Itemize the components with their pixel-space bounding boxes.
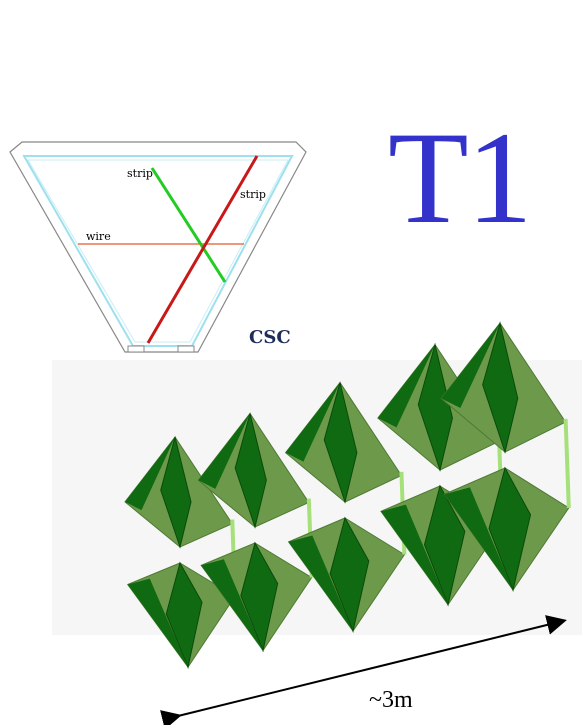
csc-label: CSC xyxy=(249,327,291,348)
csc-foot-right xyxy=(177,345,195,353)
wire-label: wire xyxy=(86,230,111,243)
csc-outer-frame xyxy=(9,141,307,353)
detector-panel xyxy=(234,413,267,529)
csc-schematic: strip strip wire xyxy=(9,141,307,353)
dimension-arrow xyxy=(160,615,567,725)
csc-strip-green xyxy=(150,167,227,283)
detector-panel xyxy=(482,321,519,454)
page-title: T1 xyxy=(388,104,533,251)
detector-panel xyxy=(377,344,435,428)
strip-label-1: strip xyxy=(127,167,153,180)
detector-rim xyxy=(563,418,571,508)
detector-panel xyxy=(441,323,500,408)
detector-panel xyxy=(160,436,192,549)
detector-panel xyxy=(380,504,448,605)
detector-panel xyxy=(198,413,250,489)
csc-foot-left xyxy=(127,345,145,353)
dimension-label: ~3m xyxy=(369,687,413,713)
detector-panel xyxy=(444,487,513,591)
detector-panel xyxy=(323,382,358,504)
detector-panel xyxy=(125,437,175,511)
strip-label-2: strip xyxy=(240,188,266,201)
detector-panel xyxy=(288,535,353,632)
csc-strip-red xyxy=(146,155,259,344)
detector-panel xyxy=(285,382,340,462)
